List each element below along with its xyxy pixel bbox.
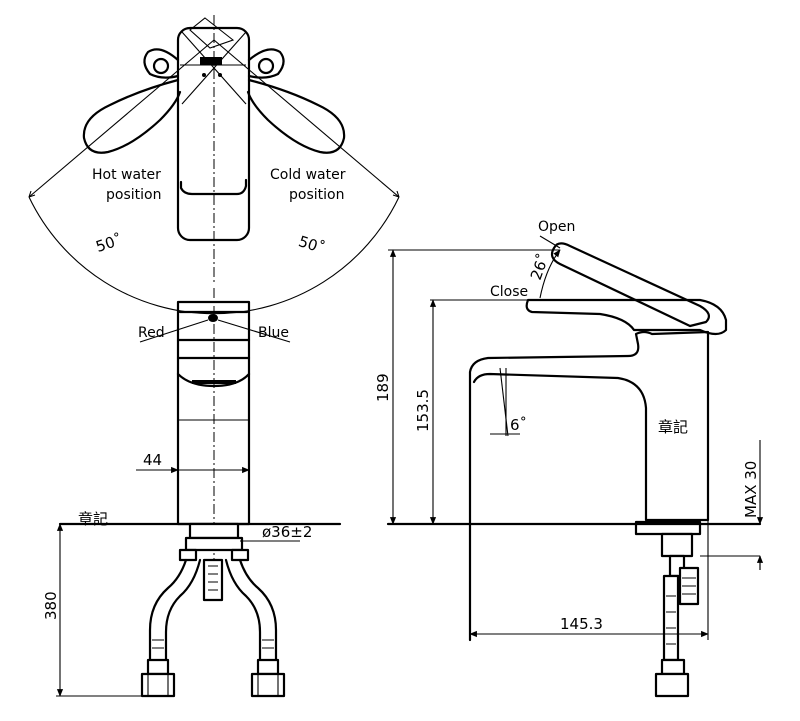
hot-angle-label: 50˚ xyxy=(94,231,125,256)
front-view: Red Blue 44 ø36±2 xyxy=(42,288,342,698)
side-view: Open Close 26˚ 6˚ 189 153.5 MAX 30 xyxy=(374,219,764,698)
watermark-left: 章記 xyxy=(78,510,108,528)
hot-lever-outline xyxy=(82,48,182,154)
cold-label-line2: position xyxy=(289,187,344,203)
hot-label-line2: position xyxy=(106,187,161,203)
handle-open xyxy=(550,242,710,328)
faucet-body-side xyxy=(468,330,710,642)
cold-angle-label: 50˚ xyxy=(296,232,327,257)
cold-label-line1: Cold water xyxy=(270,167,346,183)
hot-label-line1: Hot water xyxy=(92,167,161,183)
reach-dim-label: 145.3 xyxy=(560,615,603,633)
max-deck-dim-label: MAX 30 xyxy=(742,461,760,518)
open-label: Open xyxy=(538,219,575,235)
open-angle-label: 26˚ xyxy=(527,251,553,282)
total-height-dim-label: 189 xyxy=(374,373,392,402)
width-dim-label: 44 xyxy=(143,451,162,469)
spout-angle-label: 6˚ xyxy=(510,416,527,434)
cold-lever-outline xyxy=(246,48,346,154)
watermark-right: 章記 xyxy=(658,418,688,436)
blue-label: Blue xyxy=(258,325,289,341)
faucet-body-top xyxy=(176,26,251,242)
brand-badge xyxy=(200,57,222,65)
spout-height-dim-label: 153.5 xyxy=(414,389,432,432)
supply-hoses xyxy=(140,558,286,698)
red-label: Red xyxy=(138,325,165,341)
top-view: Hot water position Cold water position 5… xyxy=(28,15,400,315)
diameter-dim-label: ø36±2 xyxy=(262,523,312,541)
handle-closed xyxy=(525,298,728,336)
close-label: Close xyxy=(490,284,528,300)
hose-length-dim-label: 380 xyxy=(42,591,60,620)
